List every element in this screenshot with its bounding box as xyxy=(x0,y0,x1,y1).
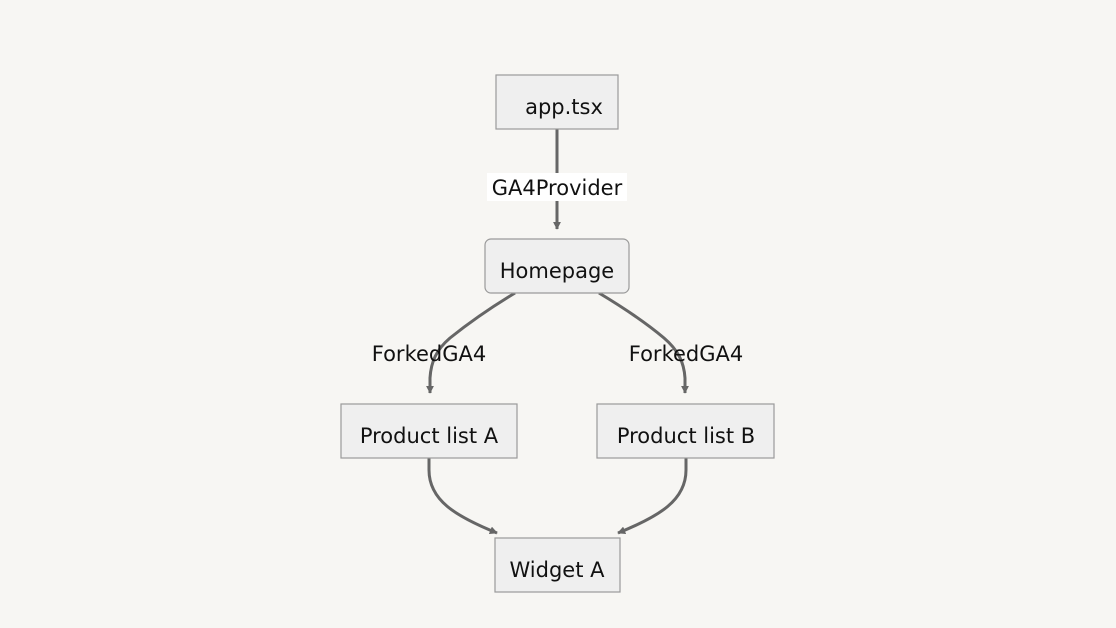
edge-label-ga4provider: GA4Provider xyxy=(487,173,627,201)
node-product-list-a[interactable]: Product list A xyxy=(340,403,518,459)
edge-listA-to-widget xyxy=(427,458,498,535)
edge-homepage-to-listA xyxy=(426,291,516,394)
edge-label-text: GA4Provider xyxy=(492,176,623,200)
edge-label-text: ForkedGA4 xyxy=(629,342,743,366)
node-label: Homepage xyxy=(500,259,614,283)
edge-label-forked-ga4-left: ForkedGA4 xyxy=(372,342,486,366)
edges xyxy=(426,129,689,535)
node-homepage[interactable]: Homepage xyxy=(484,238,630,294)
edge-label-forked-ga4-right: ForkedGA4 xyxy=(629,342,743,366)
edge-label-text: ForkedGA4 xyxy=(372,342,486,366)
node-label: Product list A xyxy=(360,424,499,448)
node-label: Widget A xyxy=(510,558,606,582)
edge-listB-to-widget xyxy=(617,458,688,535)
node-label: Product list B xyxy=(617,424,755,448)
edge-homepage-to-listB xyxy=(598,291,689,394)
node-widget-a[interactable]: Widget A xyxy=(494,537,621,593)
node-label: app.tsx xyxy=(525,95,603,119)
node-app[interactable]: app.tsx xyxy=(495,74,619,130)
node-product-list-b[interactable]: Product list B xyxy=(596,403,775,459)
